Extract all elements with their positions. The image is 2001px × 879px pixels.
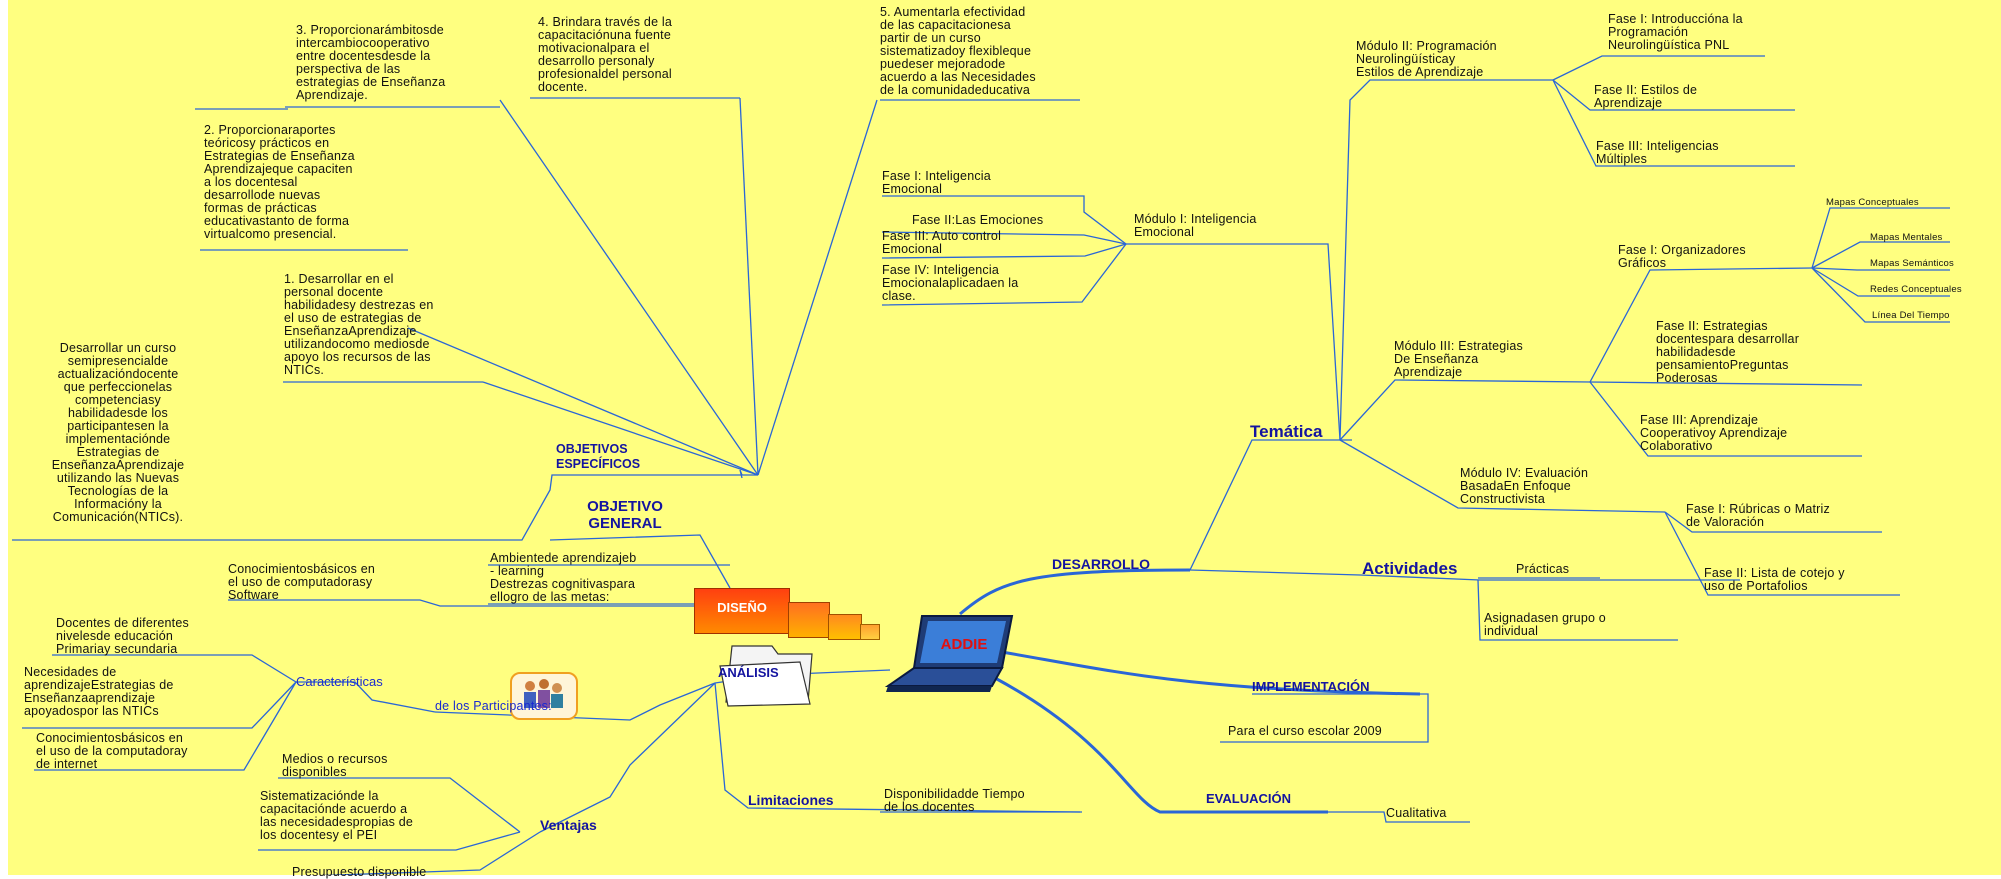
objetivo-especifico-1: 1. Desarrollar en el personal docente ha…	[284, 272, 434, 377]
ventaja-3: Presupuesto disponible	[292, 865, 427, 879]
limitaciones-node[interactable]: Limitaciones	[748, 792, 834, 808]
organizador-mapas-semanticos: Mapas Semánticos	[1870, 258, 1954, 269]
objetivo-general-text: Desarrollar un curso semipresencialde ac…	[51, 341, 185, 524]
line-obj-5	[757, 99, 878, 476]
line-objetivo-general	[12, 474, 758, 541]
modulo-1-fase-2: Fase II:Las Emociones	[912, 213, 1044, 227]
analisis-node[interactable]: ANÁLISIS	[712, 640, 822, 710]
modulo-4-fase-1: Fase I: Rúbricas o Matriz de Valoración	[1686, 502, 1830, 529]
diseno-item-ambiente: Ambientede aprendizajeb - learning	[490, 551, 637, 578]
actividad-practicas: Prácticas	[1516, 562, 1570, 576]
implementacion-node[interactable]: IMPLEMENTACIÓN	[1252, 679, 1370, 694]
actividad-asignadas: Asignadasen grupo o individual	[1484, 611, 1606, 638]
addie-label: ADDIE	[940, 636, 988, 653]
modulo-1-fase-4: Fase IV: Inteligencia Emocionalaplicadae…	[882, 263, 1019, 303]
caracteristicas-node[interactable]: Características	[296, 674, 383, 689]
diseno-step-3	[828, 614, 862, 640]
caracteristica-2: Necesidades de aprendizajeEstrategias de…	[24, 665, 174, 718]
modulo-2-title[interactable]: Módulo II: Programación Neurolingüística…	[1356, 39, 1497, 79]
modulo-1-fase-1: Fase I: Inteligencia Emocional	[882, 169, 991, 196]
modulo-3-title[interactable]: Módulo III: Estrategias De Enseñanza Apr…	[1394, 339, 1523, 379]
modulo-3-fase-1: Fase I: Organizadores Gráficos	[1618, 243, 1746, 270]
organizador-linea-tiempo: Línea Del Tiempo	[1872, 310, 1950, 321]
tematica-node[interactable]: Temática	[1250, 422, 1323, 441]
organizador-redes-conceptuales: Redes Conceptuales	[1870, 284, 1962, 295]
actividades-node[interactable]: Actividades	[1362, 559, 1458, 578]
diseno-item-conocimientos: Conocimientosbásicos en el uso de comput…	[228, 562, 376, 602]
ventajas-node[interactable]: Ventajas	[540, 817, 597, 833]
objetivo-especifico-3: 3. Proporcionarámbitosde intercambiocoop…	[296, 23, 446, 102]
line-obj-1	[482, 381, 759, 476]
desarrollo-node[interactable]: DESARROLLO	[1052, 556, 1150, 572]
modulo-3-fase-2: Fase II: Estrategias docentespara desarr…	[1656, 319, 1800, 385]
modulo-2-fase-1: Fase I: Introduccióna la Programación Ne…	[1608, 12, 1743, 52]
diseno-step-4	[860, 624, 880, 640]
canvas-background	[8, 0, 2001, 875]
modulo-2-fase-3: Fase III: Inteligencias Múltiples	[1596, 139, 1719, 166]
modulo-4-title[interactable]: Módulo IV: Evaluación BasadaEn Enfoque C…	[1460, 466, 1589, 506]
objetivo-especifico-2: 2. Proporcionaraportes teóricosy práctic…	[204, 123, 355, 241]
diseno-step-1	[694, 588, 790, 634]
line-objetivos	[739, 469, 743, 479]
ventaja-2: Sistematizaciónde la capacitaciónde acue…	[260, 789, 414, 842]
modulo-2-fase-2: Fase II: Estilos de Aprendizaje	[1594, 83, 1698, 110]
objetivo-general-heading[interactable]: OBJETIVO GENERAL	[587, 498, 663, 532]
objetivos-especificos-heading[interactable]: OBJETIVOS ESPECÍFICOS	[556, 442, 641, 471]
limitacion-1: Disponibilidadde Tiempo de los docentes	[884, 787, 1025, 814]
diseno-item-destrezas: Destrezas cognitivaspara ellogro de las …	[490, 577, 636, 604]
line-obj-4	[739, 97, 759, 476]
laptop-icon	[884, 615, 1014, 692]
folder-icon	[719, 645, 813, 707]
analisis-label: ANÁLISIS	[718, 665, 779, 680]
participants-icon	[510, 672, 578, 720]
addie-center[interactable]: ADDIE	[884, 612, 1024, 694]
diseno-step-2	[788, 602, 830, 638]
organizador-mapas-mentales: Mapas Mentales	[1870, 232, 1943, 243]
implementacion-item: Para el curso escolar 2009	[1228, 724, 1382, 738]
diseno-label: DISEÑO	[717, 600, 767, 615]
line-obj-2	[407, 327, 759, 476]
objetivo-especifico-5: 5. Aumentarla efectividad de las capacit…	[880, 5, 1036, 97]
modulo-3-fase-3: Fase III: Aprendizaje Cooperativoy Apren…	[1640, 413, 1788, 453]
participantes-label: de los Participantes:	[435, 699, 552, 713]
evaluacion-node[interactable]: EVALUACIÓN	[1206, 791, 1291, 806]
ventaja-1: Medios o recursos disponibles	[282, 752, 388, 779]
diseno-steps[interactable]: DISEÑO	[694, 588, 894, 640]
caracteristica-3: Conocimientosbásicos en el uso de la com…	[36, 731, 188, 771]
evaluacion-item: Cualitativa	[1386, 806, 1447, 820]
organizador-mapas-conceptuales: Mapas Conceptuales	[1826, 197, 1919, 208]
modulo-1-title[interactable]: Módulo I: Inteligencia Emocional	[1134, 212, 1257, 239]
line-obj-3	[499, 99, 759, 476]
objetivo-especifico-4: 4. Brindara través de la capacitaciónuna…	[538, 15, 673, 94]
modulo-1-fase-3: Fase III: Auto control Emocional	[882, 229, 1002, 256]
caracteristica-1: Docentes de diferentes nivelesde educaci…	[56, 616, 189, 656]
modulo-4-fase-2: Fase II: Lista de cotejo y uso de Portaf…	[1704, 566, 1845, 593]
